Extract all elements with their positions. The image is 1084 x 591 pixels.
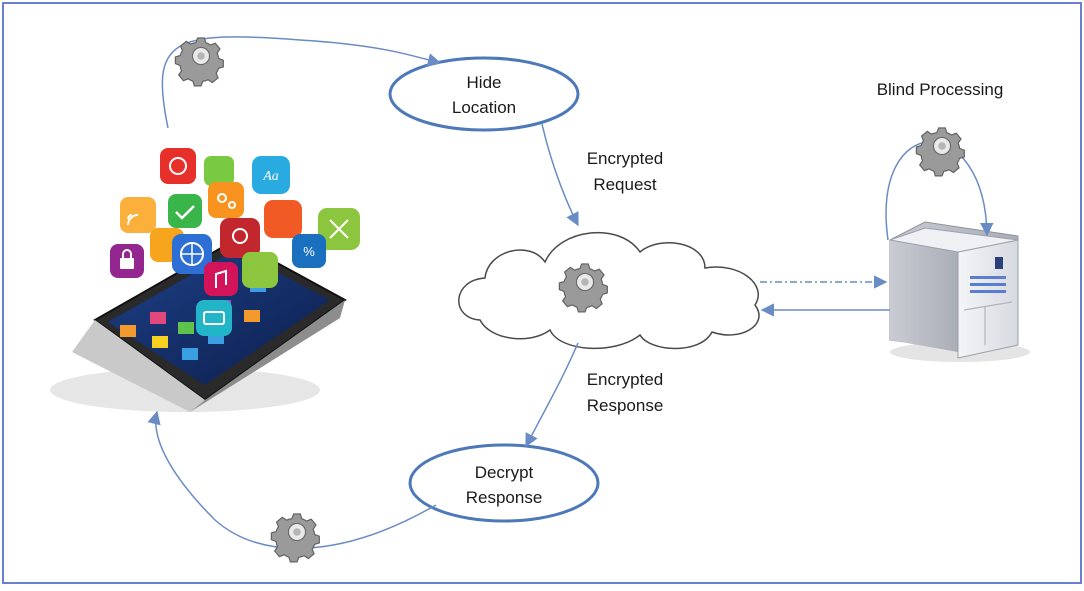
blind-processing-label: Blind Processing (876, 80, 1004, 99)
encrypted-response-label: Encrypted Response (560, 367, 690, 419)
encrypted-request-line-1: Encrypted (586, 149, 664, 168)
encrypted-request-label: Encrypted Request (560, 146, 690, 198)
hide-location-line-1: Hide (466, 73, 502, 92)
svg-text:Aa: Aa (262, 169, 279, 184)
phone-to-hide-location-arrow (161, 36, 442, 129)
encrypted-response-line-2: Response (586, 396, 664, 415)
decrypt-response-line-2: Response (465, 488, 543, 507)
encrypted-request-arrow (541, 123, 579, 227)
decrypt-to-phone-arrow (147, 410, 437, 550)
decrypt-response-line-1: Decrypt (474, 463, 534, 482)
svg-text:%: % (303, 244, 315, 259)
gear-icon (174, 37, 224, 87)
gear-icon (558, 263, 608, 313)
gear-icon (270, 513, 320, 563)
hide-location-node (388, 56, 580, 132)
cloud-icon (458, 231, 760, 350)
encrypted-response-arrow (525, 342, 579, 448)
decrypt-response-label: Decrypt Response (424, 460, 584, 510)
hide-location-line-2: Location (451, 98, 517, 117)
encrypted-request-line-2: Request (593, 175, 657, 194)
smartphone-icon: Aa % (50, 148, 360, 412)
gear-icon (915, 127, 965, 177)
encrypted-response-line-1: Encrypted (586, 370, 664, 389)
decrypt-response-node (408, 443, 600, 523)
hide-location-label: Hide Location (404, 70, 564, 120)
server-icon (889, 221, 1030, 362)
